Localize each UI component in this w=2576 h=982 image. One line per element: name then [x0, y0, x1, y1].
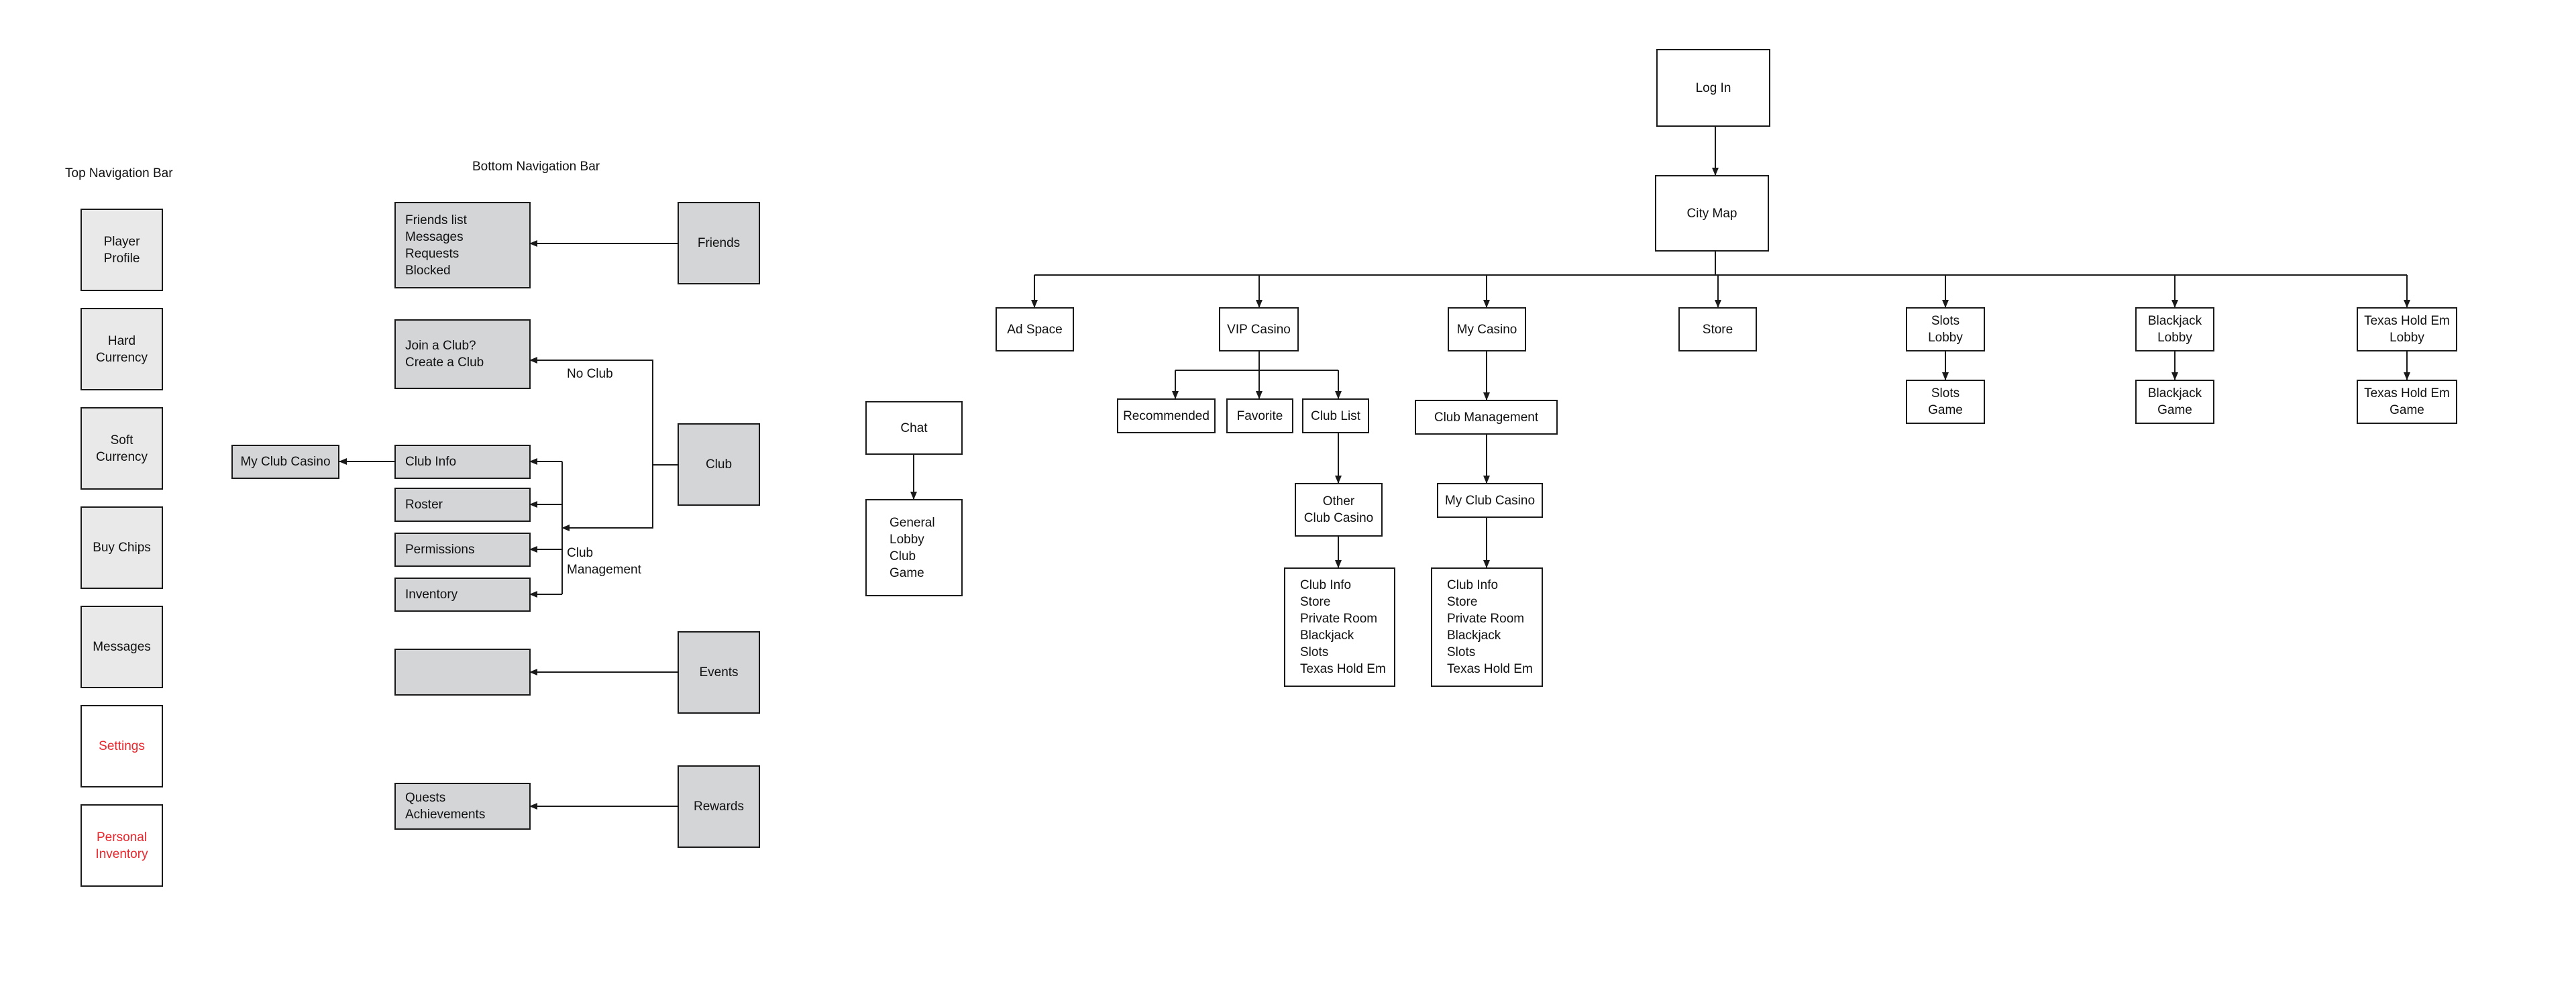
slots-lobby-box[interactable]: Slots Lobby — [1906, 307, 1985, 351]
nav-settings[interactable]: Settings — [80, 705, 163, 787]
vip-rooms-label: Club Info Store Private Room Blackjack S… — [1300, 578, 1386, 676]
rewards-tab[interactable]: Rewards — [678, 765, 760, 848]
nav-personal-inventory[interactable]: Personal Inventory — [80, 804, 163, 887]
nav-settings-label: Settings — [99, 739, 145, 753]
texas-lobby-box[interactable]: Texas Hold Em Lobby — [2357, 307, 2457, 351]
nav-hard-currency[interactable]: Hard Currency — [80, 308, 163, 390]
roster-box: Roster — [394, 488, 531, 522]
texas-lobby-label: Texas Hold Em Lobby — [2364, 314, 2450, 345]
blackjack-game-label: Blackjack Game — [2147, 386, 2202, 417]
my-club-casino-label: My Club Casino — [240, 455, 331, 469]
nav-buy-chips[interactable]: Buy Chips — [80, 506, 163, 589]
chat-channels-box: General Lobby Club Game — [865, 499, 963, 596]
nav-messages-label: Messages — [93, 640, 151, 654]
events-target-box — [394, 649, 531, 696]
nav-personal-inventory-label: Personal Inventory — [95, 830, 148, 861]
rewards-tab-label: Rewards — [694, 800, 744, 814]
blackjack-lobby-box[interactable]: Blackjack Lobby — [2135, 307, 2214, 351]
my-casino-box[interactable]: My Casino — [1448, 307, 1526, 351]
club-info-label: Club Info — [405, 455, 457, 469]
nav-hard-currency-label: Hard Currency — [95, 333, 148, 365]
inventory-label: Inventory — [405, 588, 458, 602]
slots-game-box[interactable]: Slots Game — [1906, 380, 1985, 424]
quests-label: Quests Achievements — [405, 791, 486, 822]
store-label: Store — [1702, 322, 1733, 337]
recommended-label: Recommended — [1123, 408, 1210, 423]
no-club-label: No Club — [567, 367, 613, 381]
bottom-nav-title: Bottom Navigation Bar — [472, 160, 600, 174]
chat-box[interactable]: Chat — [865, 401, 963, 455]
my-casino-label: My Casino — [1456, 322, 1517, 337]
nav-soft-currency[interactable]: Soft Currency — [80, 407, 163, 490]
texas-game-label: Texas Hold Em Game — [2364, 386, 2450, 417]
favorite-label: Favorite — [1236, 408, 1283, 423]
inventory-box: Inventory — [394, 578, 531, 612]
permissions-label: Permissions — [405, 543, 475, 557]
club-list-box[interactable]: Club List — [1302, 398, 1369, 433]
quests-box: Quests Achievements — [394, 783, 531, 830]
texas-game-box[interactable]: Texas Hold Em Game — [2357, 380, 2457, 424]
top-nav-title: Top Navigation Bar — [65, 166, 173, 180]
my-club-casino-flow-box[interactable]: My Club Casino — [1437, 483, 1543, 518]
recommended-box[interactable]: Recommended — [1117, 398, 1216, 433]
chat-label: Chat — [900, 421, 928, 435]
my-rooms-label: Club Info Store Private Room Blackjack S… — [1447, 578, 1533, 676]
arrow-no-club — [529, 357, 678, 466]
club-list-label: Club List — [1311, 408, 1360, 423]
join-club-box: Join a Club? Create a Club — [394, 319, 531, 389]
my-rooms-box: Club Info Store Private Room Blackjack S… — [1431, 567, 1543, 687]
nav-buy-chips-label: Buy Chips — [93, 541, 151, 555]
city-map-box[interactable]: City Map — [1655, 175, 1769, 252]
join-club-label: Join a Club? Create a Club — [405, 339, 484, 370]
nav-soft-currency-label: Soft Currency — [95, 433, 148, 464]
club-tab-label: Club — [705, 457, 733, 472]
club-management-flow-label: Club Management — [1434, 410, 1539, 425]
friends-list-label: Friends list Messages Requests Blocked — [405, 213, 467, 278]
other-club-casino-label: Other Club Casino — [1303, 494, 1374, 525]
nav-player-profile-label: Player Profile — [103, 234, 140, 266]
friends-tab-label: Friends — [697, 236, 741, 250]
nav-player-profile[interactable]: Player Profile — [80, 209, 163, 291]
club-tab[interactable]: Club — [678, 423, 760, 506]
login-box[interactable]: Log In — [1656, 49, 1770, 127]
vip-casino-box[interactable]: VIP Casino — [1219, 307, 1299, 351]
club-management-label: Club Management — [567, 546, 641, 577]
club-info-box: Club Info — [394, 445, 531, 479]
roster-label: Roster — [405, 498, 443, 512]
other-club-casino-box[interactable]: Other Club Casino — [1295, 483, 1383, 537]
ad-space-box[interactable]: Ad Space — [996, 307, 1074, 351]
friends-list-box: Friends list Messages Requests Blocked — [394, 202, 531, 288]
blackjack-lobby-label: Blackjack Lobby — [2147, 314, 2202, 345]
vip-casino-label: VIP Casino — [1227, 322, 1291, 337]
events-tab[interactable]: Events — [678, 631, 760, 714]
my-club-casino-flow-label: My Club Casino — [1444, 493, 1536, 508]
arrow-club-management — [561, 465, 653, 531]
city-map-label: City Map — [1686, 206, 1737, 221]
login-label: Log In — [1695, 80, 1731, 95]
club-management-box[interactable]: Club Management — [1415, 400, 1558, 435]
events-tab-label: Events — [699, 665, 739, 679]
ad-space-label: Ad Space — [1007, 322, 1063, 337]
vip-rooms-box: Club Info Store Private Room Blackjack S… — [1284, 567, 1395, 687]
nav-messages[interactable]: Messages — [80, 606, 163, 688]
permissions-box: Permissions — [394, 533, 531, 567]
store-box[interactable]: Store — [1678, 307, 1757, 351]
my-club-casino-box: My Club Casino — [231, 445, 339, 479]
favorite-box[interactable]: Favorite — [1226, 398, 1293, 433]
slots-lobby-label: Slots Lobby — [1928, 314, 1963, 345]
friends-tab[interactable]: Friends — [678, 202, 760, 284]
chat-channels-label: General Lobby Club Game — [890, 515, 935, 580]
blackjack-game-box[interactable]: Blackjack Game — [2135, 380, 2214, 424]
slots-game-label: Slots Game — [1928, 386, 1963, 417]
